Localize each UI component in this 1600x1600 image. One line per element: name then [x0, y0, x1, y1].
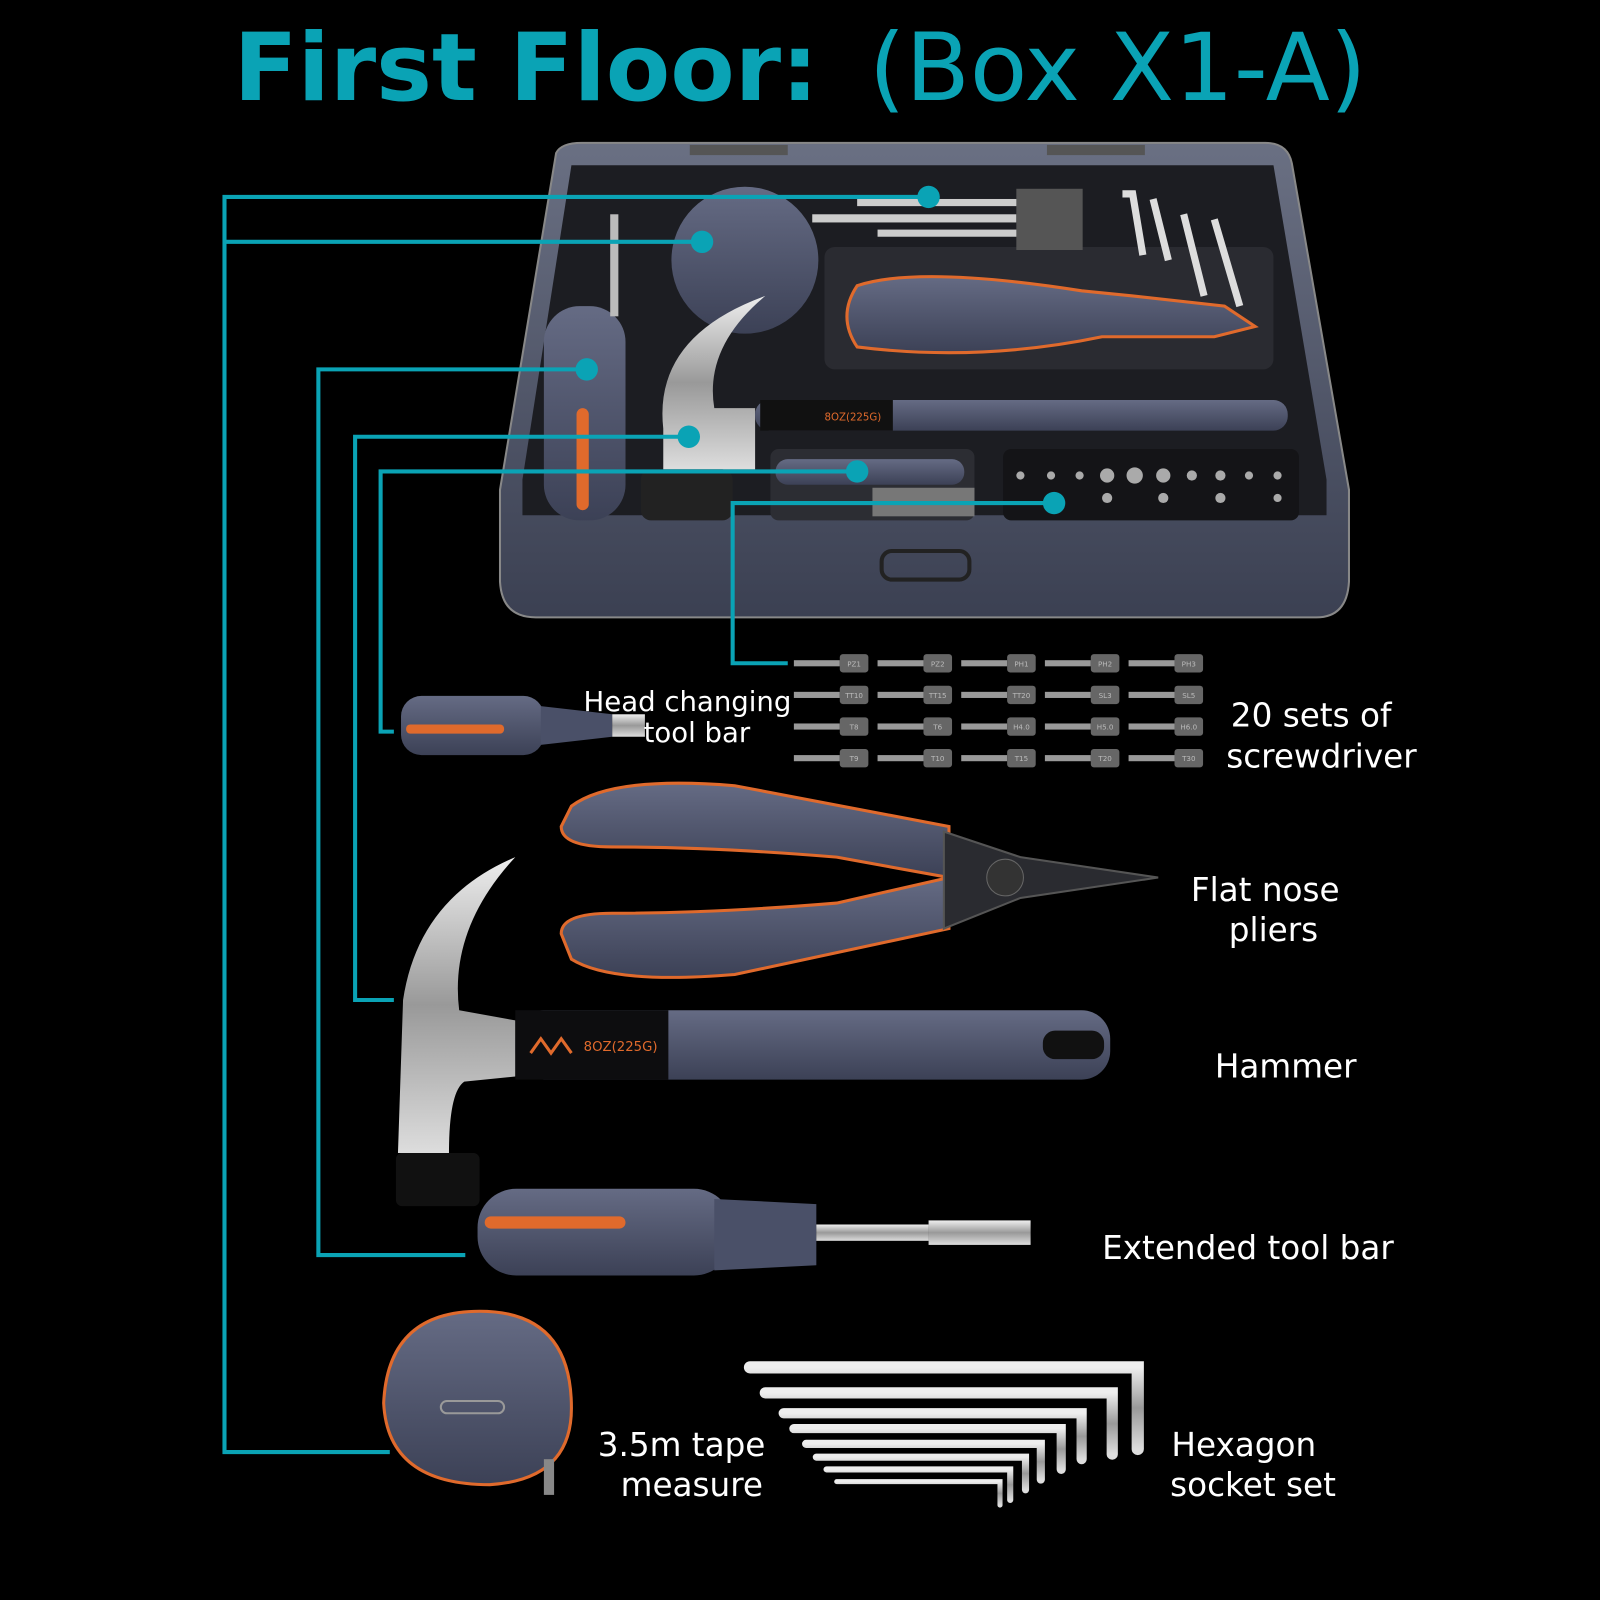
- connector-extended: [316, 367, 587, 1258]
- bit-label: T8: [849, 723, 859, 732]
- dot-head-changing: [845, 460, 869, 483]
- screwdriver-bit: T30: [1128, 748, 1204, 768]
- screwdriver-bit: PZ2: [877, 654, 953, 673]
- connector-head-changing: [378, 469, 858, 734]
- hammer-image: 8OZ(225G): [395, 857, 1111, 1207]
- tape-measure-image: [382, 1309, 573, 1495]
- toolbox-image: 8OZ(225G): [498, 141, 1350, 619]
- bit-label: H4.0: [1013, 723, 1030, 732]
- box-hammer-marking: 8OZ(225G): [824, 412, 881, 423]
- dot-bits: [1042, 491, 1066, 515]
- screwdriver-bit: TT20: [961, 685, 1036, 705]
- bit-label: H5.0: [1097, 723, 1114, 732]
- hammer-marking: 8OZ(225G): [584, 1040, 658, 1055]
- label-screwdriver-bits: 20 sets of screwdriver: [1226, 697, 1417, 776]
- screwdriver-bit: TT10: [793, 685, 869, 705]
- screwdriver-bit: TT15: [877, 685, 953, 705]
- dot-extended: [575, 358, 598, 381]
- bit-label: PH1: [1014, 659, 1028, 668]
- label-hammer: Hammer: [1215, 1048, 1357, 1086]
- screwdriver-bit: SL3: [1044, 685, 1120, 705]
- connector-hex: [222, 194, 929, 1455]
- screwdriver-bit: H6.0: [1128, 717, 1204, 736]
- bit-label: T10: [930, 754, 945, 763]
- connector-bits: [730, 501, 1055, 666]
- connector-lines: [222, 185, 1066, 1455]
- screwdriver-bit: H4.0: [961, 717, 1036, 736]
- screwdriver-bit: T9: [793, 748, 869, 768]
- bit-label: T9: [849, 754, 859, 763]
- hex-key-set-image: [743, 1361, 1144, 1508]
- screwdriver-bit: SL5: [1128, 685, 1204, 705]
- bit-label: T30: [1181, 754, 1196, 763]
- dot-hammer: [677, 425, 700, 448]
- screwdriver-bit: PH1: [961, 654, 1036, 673]
- extended-tool-bar-image: [477, 1188, 1031, 1276]
- screwdriver-bit: T10: [877, 748, 953, 768]
- screwdriver-bit: T20: [1044, 748, 1120, 768]
- label-extended-tool-bar: Extended tool bar: [1102, 1229, 1394, 1267]
- screwdriver-bit: PH2: [1044, 654, 1120, 673]
- bit-label: PZ1: [847, 659, 861, 668]
- label-hexagon-socket-set: Hexagon socket set: [1170, 1426, 1336, 1504]
- bit-label: H6.0: [1180, 723, 1197, 732]
- bit-label: T15: [1014, 754, 1028, 763]
- bit-label: TT20: [1012, 691, 1031, 700]
- screwdriver-bit: T15: [961, 748, 1036, 768]
- screwdriver-bit: PZ1: [793, 654, 869, 673]
- dot-hex: [917, 185, 940, 209]
- screwdriver-bit: T6: [877, 717, 953, 736]
- screwdriver-bit: PH3: [1128, 654, 1204, 673]
- bit-label: PZ2: [931, 659, 945, 668]
- bit-label: PH2: [1098, 659, 1112, 668]
- bit-label: TT10: [844, 691, 863, 700]
- bit-label: PH3: [1182, 659, 1196, 668]
- screwdriver-bit: H5.0: [1044, 717, 1120, 736]
- bit-label: SL3: [1099, 691, 1112, 700]
- label-tape-measure: 3.5m tape measure: [598, 1426, 776, 1504]
- page-title: First Floor: (Box X1-A): [234, 14, 1367, 123]
- dot-tape: [690, 230, 714, 254]
- screwdriver-bit: T8: [793, 717, 869, 736]
- bit-label: T6: [932, 723, 942, 732]
- title-normal: (Box X1-A): [869, 14, 1367, 123]
- pliers-image: [559, 781, 1159, 979]
- bit-label: TT15: [928, 691, 947, 700]
- connector-hammer: [353, 434, 689, 1003]
- head-changing-tool-bar-image: [401, 695, 645, 756]
- bit-label: T20: [1097, 754, 1112, 763]
- title-bold: First Floor:: [234, 14, 819, 123]
- label-head-changing: Head changing tool bar: [584, 686, 801, 749]
- label-pliers: Flat nose pliers: [1191, 871, 1350, 949]
- bit-label: SL5: [1182, 691, 1195, 700]
